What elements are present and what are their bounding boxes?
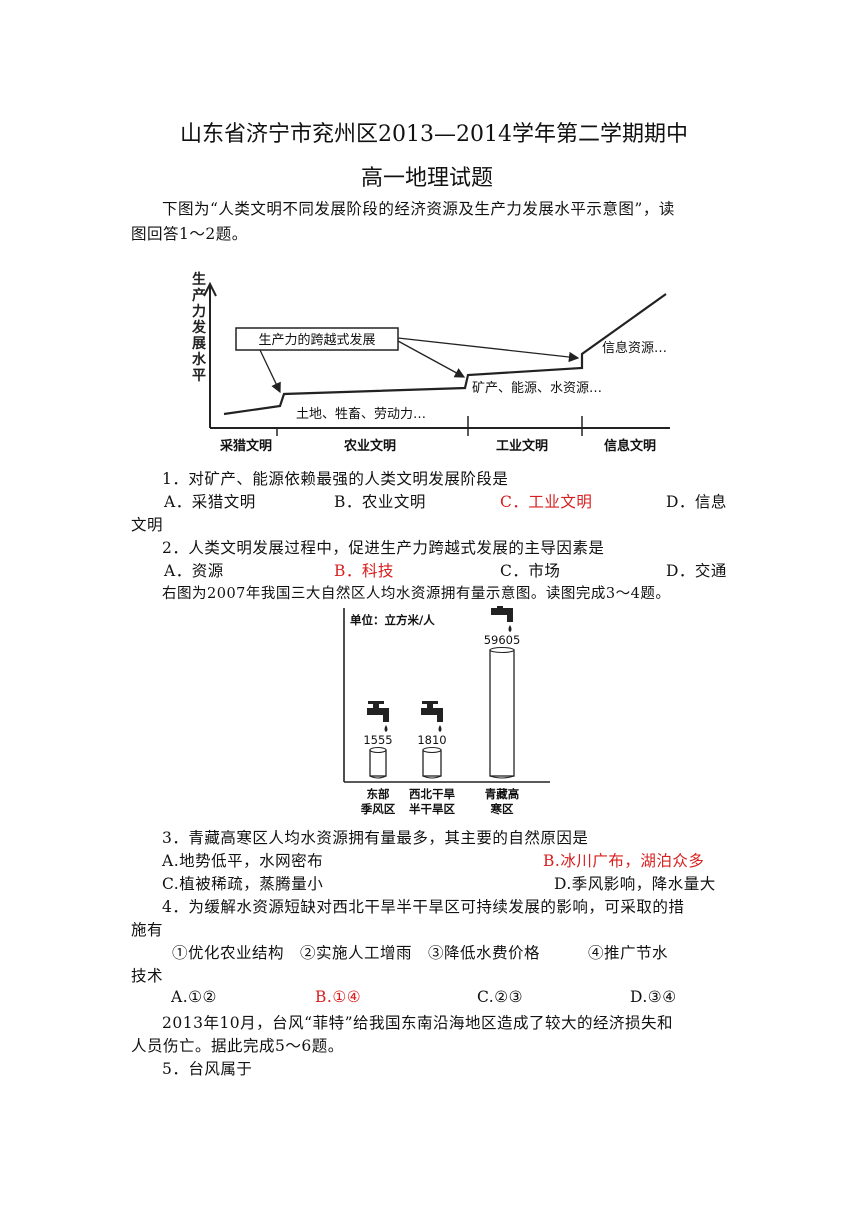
q3-option-b-answer: B.冰川广布，湖泊众多: [543, 852, 705, 870]
q2-option-a: A．资源: [164, 562, 224, 580]
resource-label-info: 信息资源…: [602, 340, 667, 356]
resource-label-agri: 土地、牲畜、劳动力…: [296, 406, 426, 422]
y-label-char: 生: [192, 271, 206, 288]
callout-arrow: [397, 337, 580, 363]
q3-option-a: A.地势低平，水网密布: [162, 852, 324, 870]
q4-items-line-1: ①优化农业结构 ②实施人工增雨 ③降低水费价格 ④推广节水: [172, 944, 669, 962]
bar-value-label: 1555: [363, 733, 392, 747]
faucet-icon: [367, 701, 389, 732]
q2-option-c: C．市场: [500, 562, 561, 580]
q2-option-d: D．交通: [666, 562, 727, 580]
intro-3-line-1: 2013年10月，台风“菲特”给我国东南沿海地区造成了较大的经济损失和: [162, 1014, 674, 1032]
q1-option-d: D．信息: [666, 493, 727, 511]
intro-2: 右图为2007年我国三大自然区人均水资源拥有量示意图。读图完成3～4题。: [162, 586, 671, 602]
chart-unit-label: 单位：立方米/人: [350, 613, 435, 627]
intro-1-line-1: 下图为“人类文明不同发展阶段的经济资源及生产力发展水平示意图”，读: [162, 200, 675, 218]
stage-label-agricultural: 农业文明: [343, 438, 396, 454]
resource-label-industrial: 矿产、能源、水资源…: [472, 381, 602, 396]
water-bar: [369, 746, 387, 779]
q4-option-a: A.①②: [171, 988, 217, 1006]
question-5: 5．台风属于: [162, 1060, 253, 1078]
bar-value-label: 59605: [484, 633, 521, 647]
q4-option-c: C.②③: [477, 988, 524, 1006]
question-4-line-2: 施有: [131, 921, 164, 939]
q1-option-d-continued: 文明: [131, 516, 164, 534]
category-label: 半干旱区: [409, 802, 455, 816]
doc-subtitle: 高一地理试题: [361, 166, 494, 191]
faucet-icon: [491, 606, 513, 632]
productivity-diagram: 生 产 力 发 展 水 平 生产力的跨越式发展 土地、牲畜、劳动力… 矿产、能源…: [191, 271, 670, 454]
y-label-char: 力: [192, 303, 206, 320]
q1-option-c-answer: C．工业文明: [500, 493, 593, 511]
stage-label-information: 信息文明: [604, 438, 656, 454]
faucet-icon: [421, 701, 443, 732]
callout-box: [235, 327, 399, 351]
q3-option-d: D.季风影响，降水量大: [554, 875, 716, 893]
q1-option-b: B．农业文明: [334, 493, 426, 511]
water-bar: [489, 646, 515, 779]
category-label: 西北干旱: [409, 787, 455, 801]
callout-arrow: [397, 340, 466, 378]
category-label: 寒区: [490, 802, 514, 816]
question-1: 1．对矿产、能源依赖最强的人类文明发展阶段是: [162, 470, 509, 488]
category-label: 东部: [367, 787, 390, 801]
doc-title: 山东省济宁市兖州区2013—2014学年第二学期期中: [180, 122, 688, 147]
y-label-char: 平: [192, 368, 206, 384]
q4-items-line-2: 技术: [131, 967, 164, 985]
intro-3-line-2: 人员伤亡。据此完成5～6题。: [131, 1037, 344, 1055]
category-label: 季风区: [360, 802, 396, 816]
callout-arrow: [259, 349, 281, 394]
stage-label-industrial: 工业文明: [496, 438, 548, 454]
bar-value-label: 1810: [417, 733, 446, 747]
q4-option-d: D.③④: [630, 988, 677, 1006]
category-label: 青藏高: [485, 787, 520, 801]
productivity-curve: [223, 293, 667, 416]
q1-option-a: A．采猎文明: [164, 493, 256, 511]
y-label-char: 发: [191, 319, 207, 336]
y-label-char: 水: [192, 351, 207, 368]
stage-label-hunting: 采猎文明: [219, 438, 272, 454]
intro-1-line-2: 图回答1～2题。: [131, 225, 248, 243]
question-2: 2．人类文明发展过程中，促进生产力跨越式发展的主导因素是: [162, 539, 605, 557]
y-label-char: 产: [192, 287, 206, 304]
q2-option-b-answer: B．科技: [334, 562, 394, 580]
y-label-char: 展: [192, 336, 206, 352]
y-axis-label: 生 产 力 发 展 水 平: [191, 271, 207, 384]
question-3: 3．青藏高寒区人均水资源拥有量最多，其主要的自然原因是: [162, 829, 589, 847]
water-bar: [422, 746, 442, 779]
y-axis: [203, 281, 217, 428]
q4-option-b-answer: B.①④: [315, 988, 362, 1006]
callout-text: 生产力的跨越式发展: [258, 332, 375, 348]
question-4-line-1: 4．为缓解水资源短缺对西北干旱半干旱区可持续发展的影响，可采取的措: [162, 898, 685, 916]
q3-option-c: C.植被稀疏，蒸腾量小: [162, 875, 324, 893]
